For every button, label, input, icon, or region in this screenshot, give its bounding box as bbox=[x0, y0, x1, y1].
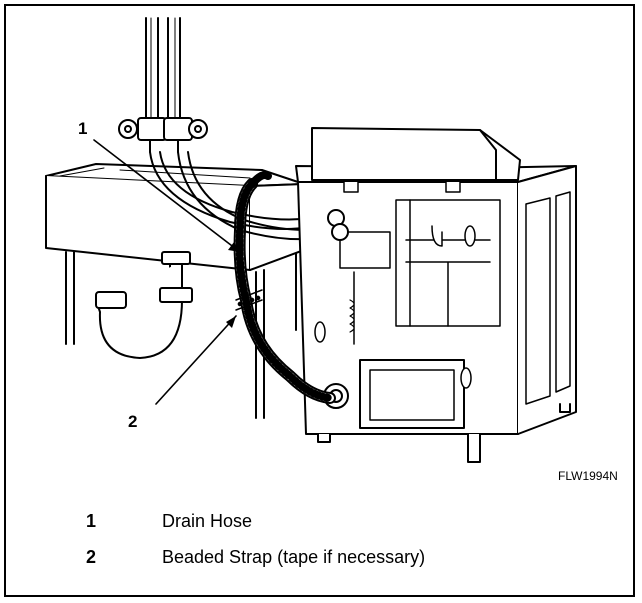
legend-number: 2 bbox=[86, 547, 97, 567]
supply-pipes bbox=[145, 17, 181, 121]
drain-trap bbox=[95, 251, 193, 359]
figure-frame bbox=[4, 4, 635, 597]
faucet-valves bbox=[118, 117, 208, 153]
callout-1-number: 1 bbox=[78, 119, 87, 138]
legend-number: 1 bbox=[86, 511, 97, 531]
leader-lines bbox=[93, 139, 241, 405]
callout-1-leader bbox=[93, 139, 241, 253]
leader-arrowheads bbox=[226, 242, 240, 328]
washer-illustration bbox=[295, 127, 577, 463]
callout-2-number: 2 bbox=[128, 412, 137, 431]
beaded-strap-illustration bbox=[235, 289, 263, 311]
legend-label: Drain Hose bbox=[162, 511, 253, 531]
callout-2-arrowhead bbox=[226, 316, 236, 328]
figure-code: FLW1994N bbox=[558, 469, 618, 483]
callout-2-leader bbox=[155, 315, 237, 405]
callout-1-arrowhead bbox=[228, 242, 240, 252]
legend-label: Beaded Strap (tape if necessary) bbox=[162, 547, 426, 567]
